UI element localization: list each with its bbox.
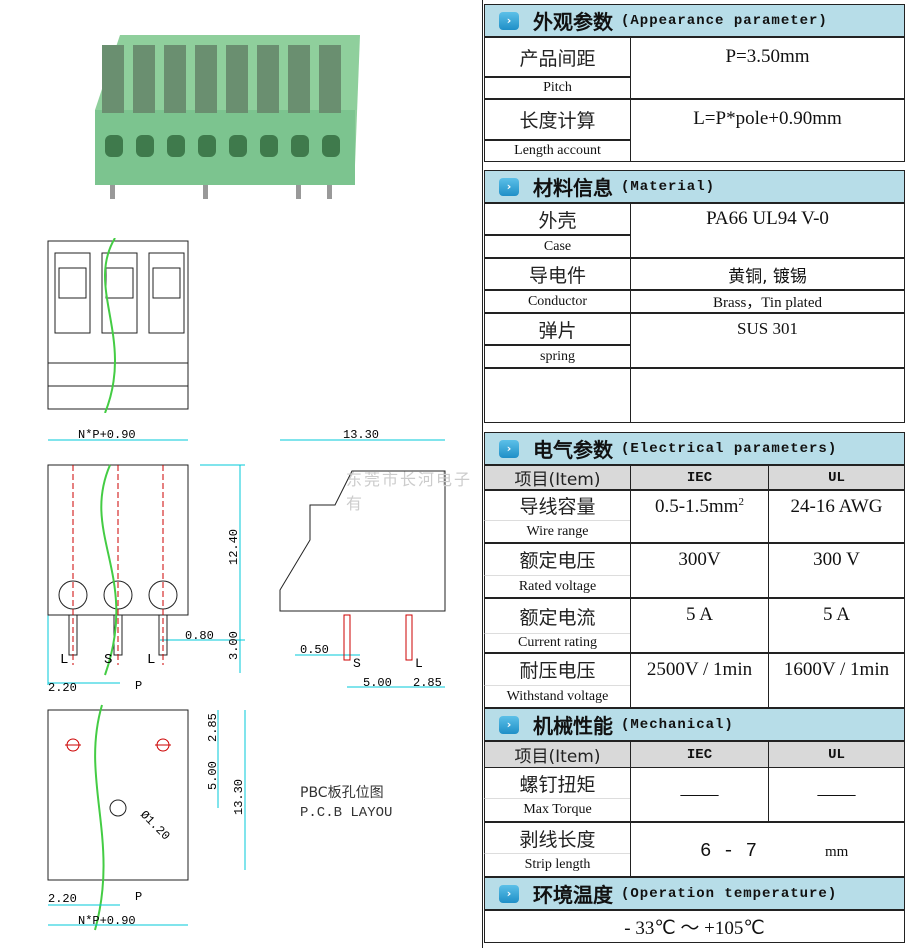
- elec-label-en: Rated voltage: [484, 575, 631, 598]
- pcb-layout: 2.85 5.00 13.30 Ø1.20 2.20 P N*P+0.90: [47, 704, 246, 931]
- pcb-285: 2.85: [206, 713, 220, 742]
- section-material-header: ›材料信息(Material): [484, 170, 905, 203]
- dim-length: N*P+0.90: [78, 428, 136, 442]
- iec-header: IEC: [630, 741, 769, 768]
- strip-label-cn: 剥线长度: [484, 822, 631, 854]
- length-value: L=P*pole+0.90mm: [630, 99, 905, 162]
- torque-iec: ——: [630, 767, 769, 822]
- pitch-value: P=3.50mm: [630, 37, 905, 99]
- case-label-en: Case: [484, 235, 631, 258]
- dim-depth: 13.30: [343, 428, 379, 442]
- elec-ul-value: 1600V / 1min: [768, 653, 905, 708]
- arrow-icon: ›: [499, 439, 519, 458]
- section-appearance-header: ›外观参数(Appearance parameter): [484, 4, 905, 37]
- torque-ul: ——: [768, 767, 905, 822]
- pcb-p: P: [135, 890, 142, 904]
- terminal-slot: [102, 45, 124, 113]
- terminal-slot: [257, 45, 279, 113]
- pcb-500: 5.00: [206, 761, 220, 790]
- elec-iec-value: 2500V / 1min: [630, 653, 769, 708]
- terminal-slot: [226, 45, 248, 113]
- case-label-cn: 外壳: [484, 203, 631, 235]
- dim-080: 0.80: [185, 629, 214, 643]
- terminal-slot: [133, 45, 155, 113]
- elec-iec-value: 300V: [630, 543, 769, 598]
- elec-label-en: Current rating: [484, 633, 631, 653]
- elec-label-en: Wire range: [484, 520, 631, 543]
- dim-500: 5.00: [363, 676, 392, 690]
- elec-label-cn: 耐压电压: [484, 653, 631, 685]
- spring-value: SUS 301: [630, 313, 905, 368]
- left-panel: N*P+0.90 12.40 3.00 0.80 2.20 P L S L 13…: [47, 0, 483, 948]
- side-view: 13.30 0.50 S L 5.00 2.85: [279, 428, 446, 690]
- pcb-title-cn: PBC板孔位图: [300, 785, 384, 801]
- elec-label-en: Withstand voltage: [484, 685, 631, 708]
- section-electrical-header: ›电气参数(Electrical parameters): [484, 432, 905, 465]
- strip-label-en: Strip length: [484, 853, 631, 877]
- conductor-value-cn: 黄铜, 镀锡: [630, 258, 905, 290]
- elec-ul-value: 24-16 AWG: [768, 490, 905, 543]
- arrow-icon: ›: [499, 177, 519, 196]
- item-header: 项目(Item): [484, 465, 631, 490]
- side-pin-label: S: [353, 656, 361, 671]
- temperature-value: - 33℃ ～ +105℃: [484, 910, 905, 943]
- terminal-slot: [288, 45, 310, 113]
- arrow-icon: ›: [499, 715, 519, 734]
- strip-unit: mm: [825, 844, 849, 860]
- conductor-label-en: Conductor: [484, 290, 631, 313]
- section-temperature-header: ›环境温度(Operation temperature): [484, 877, 905, 910]
- pin-label: S: [104, 652, 112, 668]
- torque-label-en: Max Torque: [484, 798, 631, 822]
- elec-label-cn: 额定电压: [484, 543, 631, 575]
- ul-header: UL: [768, 465, 905, 490]
- pin-label: L: [147, 652, 155, 668]
- dim-p: P: [135, 679, 142, 693]
- empty-cell: [630, 368, 905, 423]
- dim-height: 12.40: [227, 529, 241, 565]
- pin-label: L: [60, 652, 68, 668]
- spring-label-cn: 弹片: [484, 313, 631, 345]
- terminal-slot: [319, 45, 341, 113]
- strip-value-cell: [630, 822, 905, 877]
- section-mechanical-header: ›机械性能(Mechanical): [484, 708, 905, 741]
- dim-285: 2.85: [413, 676, 442, 690]
- conductor-value-en: Brass，Tin plated: [630, 290, 905, 313]
- arrow-icon: ›: [499, 11, 519, 30]
- watermark: 东莞市长河电子有: [346, 470, 473, 513]
- front-view: N*P+0.90 12.40 3.00 0.80 2.20 P L S L: [47, 428, 245, 695]
- item-header: 项目(Item): [484, 741, 631, 768]
- side-pin-label: L: [415, 656, 423, 671]
- product-photo: [95, 35, 360, 199]
- length-label-en: Length account: [484, 140, 631, 162]
- empty-cell: [484, 368, 631, 423]
- spring-label-en: spring: [484, 345, 631, 368]
- dim-pin: 3.00: [227, 631, 241, 660]
- elec-ul-value: 5 A: [768, 598, 905, 653]
- dim-220: 2.20: [48, 681, 77, 695]
- pcb-title-en: P.C.B LAYOU: [300, 805, 393, 821]
- torque-label-cn: 螺钉扭矩: [484, 767, 631, 799]
- dim-050: 0.50: [300, 643, 329, 657]
- case-value: PA66 UL94 V-0: [630, 203, 905, 258]
- length-label-cn: 长度计算: [484, 99, 631, 140]
- elec-label-cn: 额定电流: [484, 598, 631, 633]
- iec-header: IEC: [630, 465, 769, 490]
- ul-header: UL: [768, 741, 905, 768]
- conductor-label-cn: 导电件: [484, 258, 631, 290]
- pcb-length: N*P+0.90: [78, 914, 136, 928]
- terminal-slot: [195, 45, 217, 113]
- elec-label-cn: 导线容量: [484, 490, 631, 520]
- pcb-hole: Ø1.20: [137, 808, 172, 843]
- pitch-label-cn: 产品间距: [484, 37, 631, 77]
- elec-iec-value: 5 A: [630, 598, 769, 653]
- pitch-label-en: Pitch: [484, 77, 631, 99]
- strip-value: 6 - 7: [700, 840, 758, 862]
- terminal-slot: [164, 45, 186, 113]
- arrow-icon: ›: [499, 884, 519, 903]
- pcb-1330: 13.30: [232, 779, 246, 815]
- pcb-220: 2.20: [48, 892, 77, 906]
- front-view-top: [47, 238, 189, 413]
- elec-ul-value: 300 V: [768, 543, 905, 598]
